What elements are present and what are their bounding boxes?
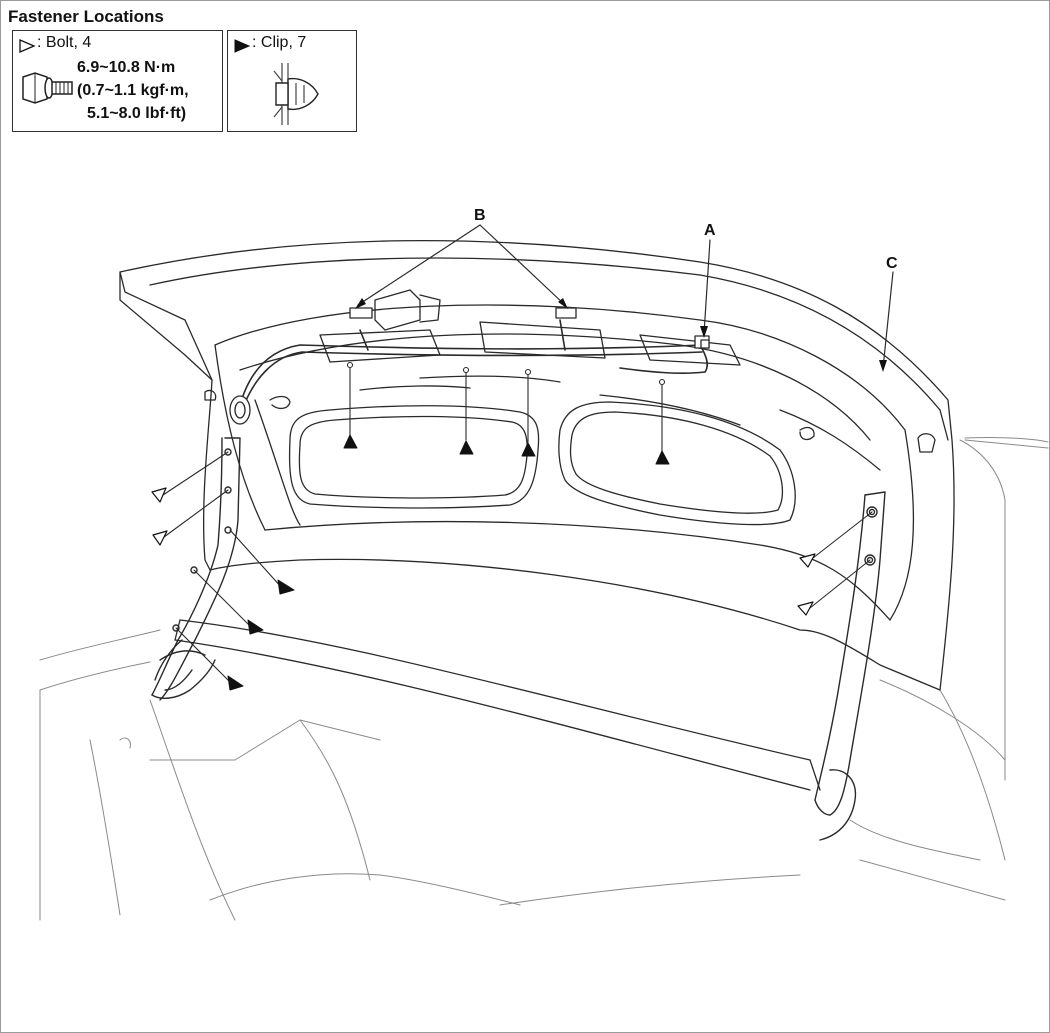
- clip-legend: : Clip, 7: [227, 30, 357, 132]
- clip-marker-5: [277, 579, 295, 595]
- left-harness-grommet: [204, 389, 251, 425]
- connector-block: [349, 289, 577, 331]
- clip-marker-6: [247, 619, 264, 635]
- clip-marker-1: [343, 434, 358, 449]
- inner-panel-ribs: [269, 321, 881, 471]
- bolt-marker-3: [799, 553, 816, 568]
- right-harness-tube: [814, 491, 886, 841]
- clip-marker-2: [459, 440, 474, 455]
- right-bumper-stop: [917, 433, 936, 453]
- hollow-triangle-icon: [19, 39, 36, 53]
- torque-lbfft: 5.1~8.0 lbf·ft): [87, 105, 187, 122]
- callout-label-b: B: [474, 207, 486, 224]
- trunk-opening-rail: [174, 619, 821, 791]
- clip-marker-7: [227, 675, 244, 691]
- page-title: Fastener Locations: [8, 7, 164, 26]
- bolt-marker-4: [797, 601, 814, 616]
- clip-icon: [273, 63, 319, 125]
- bolt-marker-1: [151, 487, 167, 503]
- clip-leader-lines: [175, 361, 666, 685]
- clip-legend-label: : Clip, 7: [252, 34, 307, 51]
- left-harness-tube: [151, 437, 241, 701]
- bolt-marker-2: [152, 530, 168, 546]
- callout-label-a: A: [704, 222, 716, 239]
- bolt-legend-label: : Bolt, 4: [37, 34, 92, 51]
- callout-arrowheads: [355, 298, 887, 372]
- clip-marker-3: [521, 442, 536, 457]
- bolt-legend: : Bolt, 4 6.9~10.8 N·m (0.7~1.1 kgf·m, 5…: [12, 30, 223, 132]
- bolt-markers: [151, 487, 816, 616]
- callout-label-c: C: [886, 255, 898, 272]
- bolt-leader-lines: [162, 451, 873, 609]
- clip-marker-4: [655, 450, 670, 465]
- inner-opening-right: [558, 401, 796, 526]
- torque-nm: 6.9~10.8 N·m: [77, 59, 176, 76]
- trunk-lid-outer: [119, 239, 955, 691]
- torque-kgfm: (0.7~1.1 kgf·m,: [77, 82, 189, 99]
- callout-leaders: [357, 224, 894, 369]
- filled-triangle-icon: [234, 39, 251, 53]
- bolt-icon: [22, 72, 73, 104]
- inner-opening-left: [288, 405, 540, 509]
- clip-markers: [227, 434, 670, 691]
- harness-connector-a: [694, 335, 710, 349]
- wiring-harness: [239, 319, 708, 411]
- vehicle-body-outline: [39, 436, 1049, 921]
